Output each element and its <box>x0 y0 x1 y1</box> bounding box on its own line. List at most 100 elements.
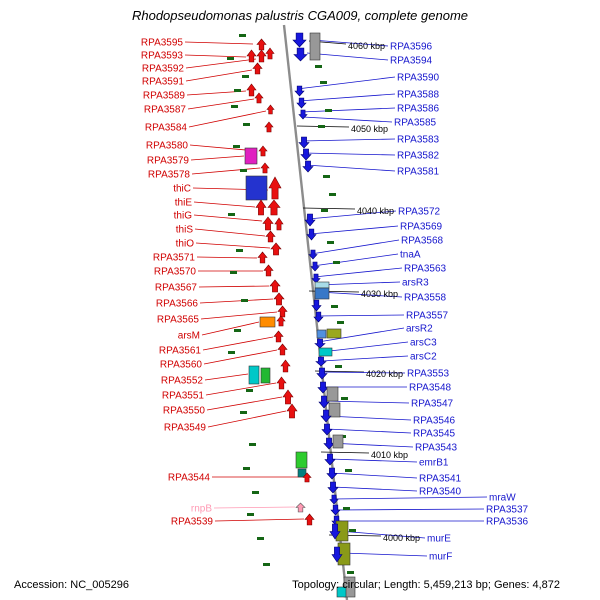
gene-label-RPA3579: RPA3579 <box>147 156 190 167</box>
leader-line-RPA3547 <box>323 400 410 404</box>
leader-line-RPA3596 <box>311 39 389 47</box>
gene-arrow-up <box>282 389 294 405</box>
gene-arrow-up <box>276 376 287 390</box>
leader-line-RPA3539 <box>214 518 305 522</box>
gene-arrow-down <box>324 453 336 466</box>
gene-arrow-down <box>313 311 324 323</box>
gene-arrow-up <box>256 38 267 51</box>
feature-tick <box>321 209 328 212</box>
gene-arrow-down <box>331 546 343 563</box>
gene-label-RPA3537: RPA3537 <box>486 505 529 516</box>
leader-line-RPA3594 <box>306 52 389 61</box>
leader-line-RPA3561 <box>202 336 274 351</box>
leader-line-RPA3590 <box>296 76 396 90</box>
gene-label-thiG: thiG <box>174 211 193 222</box>
position-marker: 4030 kbp <box>361 289 398 299</box>
gene-label-RPA3596: RPA3596 <box>390 42 433 53</box>
gene-arrow-down <box>298 109 308 120</box>
gene-arrow-up <box>265 47 275 60</box>
gene-label-thiS: thiS <box>176 225 194 236</box>
gene-label-RPA3583: RPA3583 <box>397 135 440 146</box>
gene-arrow-down <box>311 299 322 312</box>
gene-label-emrB1: emrB1 <box>419 458 449 469</box>
gene-label-thiE: thiE <box>175 198 193 209</box>
gene-label-RPA3536: RPA3536 <box>486 517 529 528</box>
gene-label-RPA3549: RPA3549 <box>164 423 207 434</box>
gene-arrow-down <box>314 338 326 349</box>
gene-arrow-up <box>254 92 264 104</box>
gene-arrow-down <box>323 437 335 450</box>
leader-line-thiG <box>193 214 263 222</box>
gene-arrow-up <box>263 264 274 277</box>
gene-arrow-down <box>308 249 318 260</box>
feature-tick <box>345 469 352 472</box>
feature-tick <box>327 241 334 244</box>
feature-tick <box>331 305 338 308</box>
gene-label-RPA3595: RPA3595 <box>141 38 184 49</box>
gene-arrow-up <box>274 217 284 231</box>
gene-arrow-up <box>280 359 291 373</box>
leader-line-RPA3566 <box>199 298 274 304</box>
feature-block <box>332 434 344 449</box>
feature-tick <box>239 34 246 37</box>
gene-arrow-up <box>273 330 284 343</box>
gene-label-RPA3584: RPA3584 <box>145 123 188 134</box>
feature-block <box>248 365 260 385</box>
feature-tick <box>230 271 237 274</box>
gene-arrow-up <box>270 242 282 256</box>
gene-arrow-down <box>329 523 341 540</box>
gene-label-mraW: mraW <box>489 493 516 504</box>
gene-arrow-up <box>277 343 288 356</box>
feature-tick <box>318 125 325 128</box>
gene-arrow-down <box>293 47 308 62</box>
leader-line-RPA3571 <box>196 256 258 259</box>
feature-tick <box>329 193 336 196</box>
gene-arrow-up <box>256 49 267 63</box>
leader-line-RPA3568 <box>310 239 400 255</box>
leader-line-RPA3595 <box>184 41 254 45</box>
gene-arrow-up <box>269 279 281 293</box>
feature-tick <box>246 389 253 392</box>
feature-tick <box>323 175 330 178</box>
gene-label-RPA3563: RPA3563 <box>404 264 447 275</box>
gene-label-RPA3592: RPA3592 <box>142 64 185 75</box>
gene-label-murF: murF <box>429 552 452 563</box>
gene-label-RPA3547: RPA3547 <box>411 399 454 410</box>
gene-label-RPA3588: RPA3588 <box>397 90 440 101</box>
leader-line-emrB1 <box>329 458 418 463</box>
gene-arrow-up <box>252 62 263 75</box>
gene-arrow-up <box>286 403 298 419</box>
leader-line-RPA3593 <box>184 54 247 58</box>
gene-label-RPA3544: RPA3544 <box>168 473 211 484</box>
feature-tick <box>320 81 327 84</box>
gene-label-RPA3571: RPA3571 <box>153 253 196 264</box>
gene-label-RPA3578: RPA3578 <box>148 170 191 181</box>
leader-line-tnaA <box>312 253 399 267</box>
gene-label-RPA3590: RPA3590 <box>397 73 440 84</box>
gene-arrow-down <box>304 213 316 227</box>
gene-arrow-up <box>266 104 275 115</box>
leader-line-arsC3 <box>320 341 409 353</box>
gene-label-RPA3560: RPA3560 <box>160 360 203 371</box>
gene-label-arsR2: arsR2 <box>406 324 433 335</box>
gene-label-RPA3581: RPA3581 <box>397 167 440 178</box>
gene-label-arsR3: arsR3 <box>402 278 429 289</box>
gene-label-RPA3585: RPA3585 <box>394 118 437 129</box>
leader-line-thiO <box>195 242 271 249</box>
gene-arrow-down <box>294 85 305 97</box>
feature-block <box>318 347 333 357</box>
leader-line-RPA3581 <box>305 164 396 172</box>
leader-line-RPA3549 <box>207 410 287 428</box>
leader-line-RPA3565 <box>200 311 278 320</box>
feature-block <box>260 367 271 384</box>
leader-line-murF <box>341 552 428 557</box>
gene-label-RPA3545: RPA3545 <box>413 429 456 440</box>
feature-block <box>314 281 330 289</box>
gene-arrow-down <box>316 367 328 380</box>
leader-line-RPA3587 <box>187 98 255 110</box>
gene-arrow-up <box>257 251 268 264</box>
position-marker: 4040 kbp <box>357 206 394 216</box>
gene-arrow-up <box>246 83 257 97</box>
